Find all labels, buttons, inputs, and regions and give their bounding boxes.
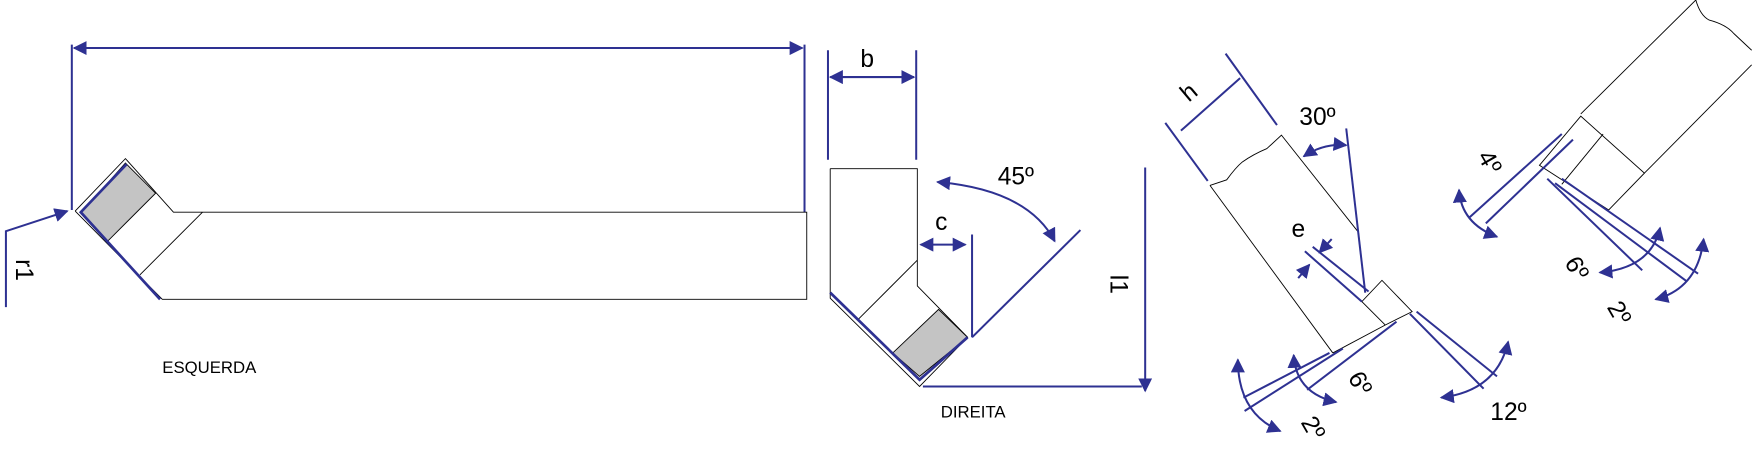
radius-label: r1: [10, 259, 37, 281]
thickness-line: [1304, 250, 1363, 303]
thickness-arrow: [1295, 263, 1311, 279]
extension-line: [1224, 53, 1278, 126]
tool-outline: [74, 157, 808, 300]
shank-line: [139, 211, 203, 276]
height-label: h: [1175, 78, 1203, 107]
right-tool-caption: DIREITA: [941, 403, 1007, 422]
extension-line: [1164, 122, 1209, 182]
clearance-line: [1243, 352, 1330, 399]
top-angle-label: 30º: [1299, 104, 1335, 131]
offset-label: c: [935, 209, 947, 236]
width-label: b: [860, 46, 874, 73]
left-hand-tool: r1 ESQUERDA: [4, 40, 808, 377]
cutting-edge: [829, 291, 969, 382]
angle-arc-2: [1654, 237, 1710, 303]
side-view: h 30º e 6º 2º 12º: [1164, 53, 1527, 445]
cutting-edge: [78, 163, 162, 301]
angle-arc-12: [1439, 340, 1513, 404]
angle-arc-2: [1230, 358, 1282, 433]
rake-line: [1409, 313, 1485, 390]
angle-2-label: 2º: [1295, 412, 1330, 445]
rake-line: [1415, 310, 1498, 378]
angle-6-label: 6º: [1342, 367, 1377, 400]
left-tool-caption: ESQUERDA: [162, 358, 257, 377]
angle-12-label: 12º: [1490, 399, 1526, 426]
tool-right-edge: [1644, 64, 1752, 174]
tool-top-outline: [1580, 0, 1752, 115]
radius-leader: [4, 208, 69, 308]
angle-2-label: 2º: [1601, 297, 1636, 330]
angle-arc-6: [1598, 226, 1665, 279]
angle-arc: [936, 176, 1056, 243]
insert-outline: [1538, 115, 1646, 211]
angle-label: 45º: [998, 163, 1034, 190]
tool-left-edge: [1209, 185, 1334, 354]
angle-reference-line: [1345, 128, 1367, 293]
insert-line: [1561, 133, 1604, 185]
angle-arc: [1302, 136, 1348, 158]
tool-top-outline: [1209, 134, 1366, 293]
shank-line: [857, 259, 918, 320]
length-label: l1: [1105, 275, 1132, 294]
angle-6-label: 6º: [1559, 252, 1594, 285]
angle-line: [971, 229, 1082, 339]
angle-arc-6: [1287, 353, 1338, 407]
thickness-label: e: [1291, 216, 1305, 243]
angle-4-label: 4º: [1472, 146, 1507, 179]
height-dimension-line: [1180, 77, 1241, 132]
thickness-arrow: [1318, 238, 1334, 254]
angle-arc-4: [1452, 188, 1499, 239]
end-view: 4º 6º 2º: [1452, 0, 1752, 330]
right-hand-tool: b c 45º l1 DIREITA: [826, 46, 1153, 422]
thickness-line: [1312, 246, 1370, 293]
insert-outline: [1332, 279, 1413, 354]
angle-line: [1485, 138, 1574, 225]
